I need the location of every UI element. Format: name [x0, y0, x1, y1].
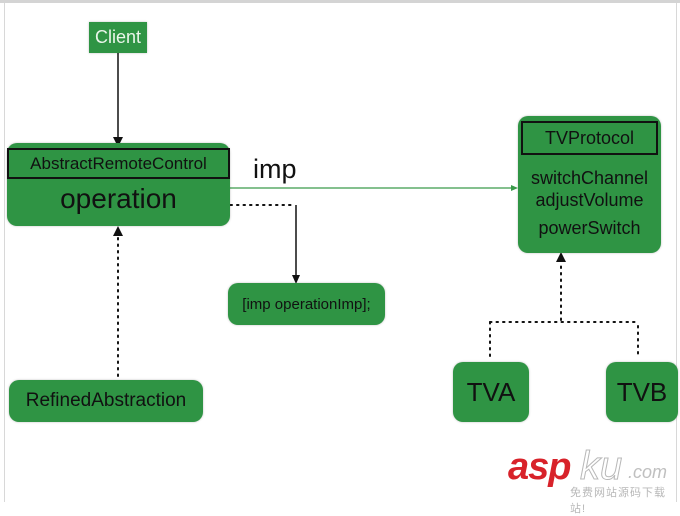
- tvb-node: TVB: [606, 362, 678, 422]
- protocol-method: powerSwitch: [538, 218, 641, 238]
- frame-top-border: [0, 0, 680, 3]
- watermark-brand-b: ku: [579, 444, 623, 489]
- watermark-tagline: 免费网站源码下载站!: [570, 487, 666, 515]
- implementation-call-node: [imp operationImp];: [228, 283, 385, 325]
- client-node: Client: [89, 22, 147, 53]
- tva-node: TVA: [453, 362, 529, 422]
- connector-layer: [113, 53, 639, 377]
- frame-right-border: [676, 3, 677, 502]
- refined-abstraction-label: RefinedAbstraction: [25, 390, 187, 411]
- protocol-node: TVProtocol switchChannel adjustVolume po…: [518, 116, 661, 253]
- protocol-arrowhead: [556, 252, 566, 262]
- client-arrowhead: [113, 137, 123, 147]
- watermark-suffix: .com: [628, 462, 668, 482]
- watermark-brand-a: asp: [508, 446, 571, 488]
- abstraction-method: operation: [60, 183, 177, 214]
- impcall-arrowhead: [292, 275, 300, 284]
- imp-arrowhead: [511, 185, 518, 191]
- protocol-method: switchChannel: [530, 168, 649, 188]
- watermark-logo: asp ku .com 免费网站源码下载站!: [508, 444, 678, 516]
- abstraction-arrowhead: [113, 226, 123, 236]
- client-label: Client: [94, 27, 142, 47]
- tva-label: TVA: [466, 376, 516, 407]
- refined-abstraction-node: RefinedAbstraction: [9, 380, 203, 422]
- imp-relation-label: imp: [253, 154, 297, 184]
- protocol-method: adjustVolume: [535, 190, 644, 210]
- implementation-call-label: [imp operationImp];: [242, 295, 371, 313]
- frame-left-border: [4, 3, 5, 502]
- abstraction-node: AbstractRemoteControl operation: [7, 143, 230, 226]
- tvb-label: TVB: [616, 376, 668, 407]
- abstraction-title: AbstractRemoteControl: [7, 148, 230, 179]
- protocol-title: TVProtocol: [521, 121, 658, 155]
